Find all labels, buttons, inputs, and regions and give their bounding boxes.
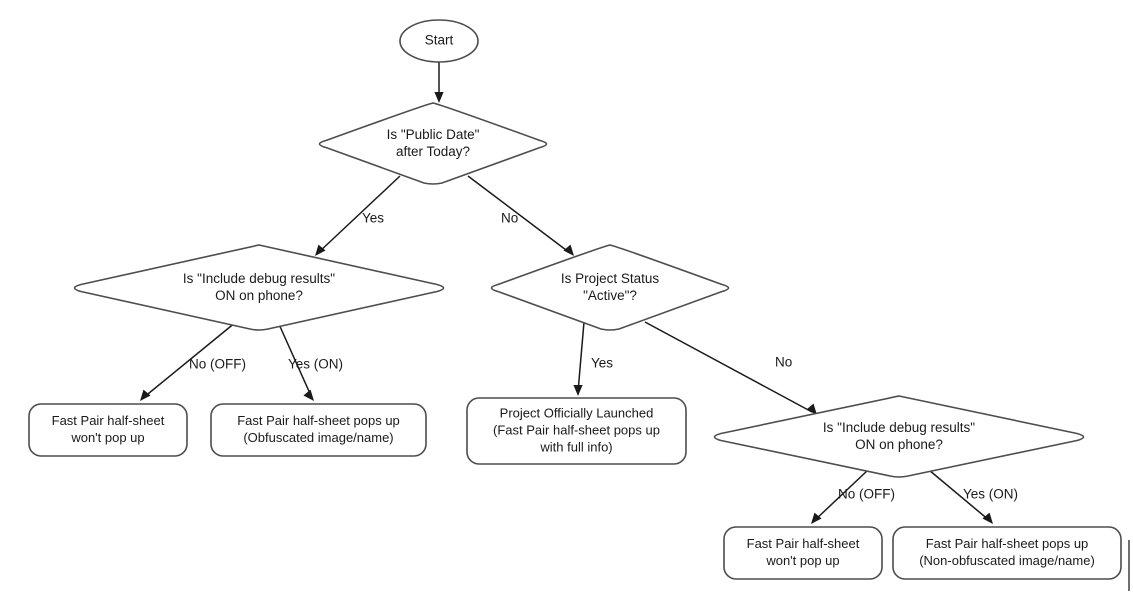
edge-label: No (OFF) (189, 357, 246, 372)
edge-arrowhead (315, 244, 326, 256)
node-start[interactable]: Start (399, 19, 479, 63)
edge-line (928, 469, 991, 522)
node-text-line: ON on phone? (215, 288, 303, 303)
node-text-line: Start (425, 33, 454, 48)
edge-project-status-yes: Yes (573, 321, 613, 396)
node-text-line: Fast Pair half-sheet pops up (926, 536, 1089, 551)
edge-debug-right-yes-on: Yes (ON) (928, 469, 1018, 524)
node-result-left-on[interactable]: Fast Pair half-sheet pops up (Obfuscated … (210, 403, 427, 457)
node-result-right-off[interactable]: Fast Pair half-sheet won't pop up (723, 526, 883, 580)
node-shape-ellipse (399, 19, 479, 63)
node-text-line: won't pop up (70, 430, 144, 445)
edge-arrowhead (573, 385, 583, 396)
node-text-line: Is "Include debug results" (823, 420, 975, 435)
edge-line (317, 175, 401, 254)
node-shape-rounded-rect (466, 397, 687, 465)
node-decision-public-date[interactable]: Is "Public Date" after Today? (318, 102, 548, 185)
node-shape-diamond (713, 395, 1085, 478)
node-text-line: (Non-obfuscated image/name) (919, 553, 1095, 568)
edge-arrowhead (563, 244, 574, 256)
node-result-launched[interactable]: Project Officially Launched (Fast Pair ha… (466, 397, 687, 465)
edge-public-date-no: No (467, 175, 574, 256)
edge-line (813, 469, 869, 522)
node-result-left-off[interactable]: Fast Pair half-sheet won't pop up (28, 403, 188, 457)
edge-start-to-public-date (434, 62, 444, 103)
edge-label: Yes (ON) (963, 487, 1018, 502)
node-text-line: Is "Public Date" (387, 127, 480, 142)
edge-label: No (OFF) (838, 487, 895, 502)
edge-arrowhead (434, 92, 444, 103)
node-text-line: "Active"? (583, 288, 637, 303)
node-shape-diamond (73, 244, 445, 331)
node-decision-project-status[interactable]: Is Project Status "Active"? (490, 244, 730, 331)
node-shape-rounded-rect (723, 526, 883, 580)
node-text-line: won't pop up (765, 553, 839, 568)
node-text-line: (Obfuscated image/name) (243, 430, 393, 445)
node-decision-debug-left[interactable]: Is "Include debug results" ON on phone? (73, 244, 445, 331)
node-shape-rounded-rect (28, 403, 188, 457)
node-text-line: Is "Include debug results" (183, 271, 335, 286)
edge-arrowhead (140, 389, 151, 401)
edge-label: No (501, 211, 518, 226)
edge-line (577, 321, 585, 393)
edge-arrowhead (806, 403, 817, 415)
edge-line (467, 175, 571, 254)
edge-arrowhead (811, 512, 822, 524)
edge-debug-left-yes-on: Yes (ON) (277, 321, 343, 401)
edge-project-status-no: No (644, 321, 817, 415)
node-text-line: Fast Pair half-sheet (52, 413, 165, 428)
nodes-layer: Start Is "Public Date" after Today? Is "Inc… (28, 19, 1122, 580)
node-text-line: with full info) (539, 439, 612, 454)
edge-label: Yes (591, 356, 613, 371)
node-text-line: ON on phone? (855, 437, 943, 452)
edge-line (142, 321, 237, 399)
edge-arrowhead (303, 389, 314, 401)
edge-line (277, 321, 313, 399)
edge-debug-left-no-off: No (OFF) (140, 321, 246, 401)
node-text-line: (Fast Pair half-sheet pops up (493, 422, 660, 437)
node-text-line: Fast Pair half-sheet pops up (237, 413, 400, 428)
node-result-right-on[interactable]: Fast Pair half-sheet pops up (Non-obfusca… (892, 526, 1122, 580)
edge-label: Yes (ON) (288, 357, 343, 372)
edge-arrowhead (982, 512, 993, 524)
node-text-line: Is Project Status (561, 271, 660, 286)
node-shape-diamond (490, 244, 730, 331)
node-shape-rounded-rect (892, 526, 1122, 580)
edge-public-date-yes: Yes (315, 175, 401, 256)
node-text-line: Fast Pair half-sheet (747, 536, 860, 551)
node-shape-rounded-rect (210, 403, 427, 457)
edge-line (644, 321, 813, 413)
node-shape-diamond (318, 102, 548, 185)
node-text-line: after Today? (396, 144, 470, 159)
edge-label: Yes (362, 211, 384, 226)
node-decision-debug-right[interactable]: Is "Include debug results" ON on phone? (713, 395, 1085, 478)
node-text-line: Project Officially Launched (500, 405, 654, 420)
edge-label: No (775, 355, 792, 370)
edge-debug-right-no-off: No (OFF) (811, 469, 895, 524)
